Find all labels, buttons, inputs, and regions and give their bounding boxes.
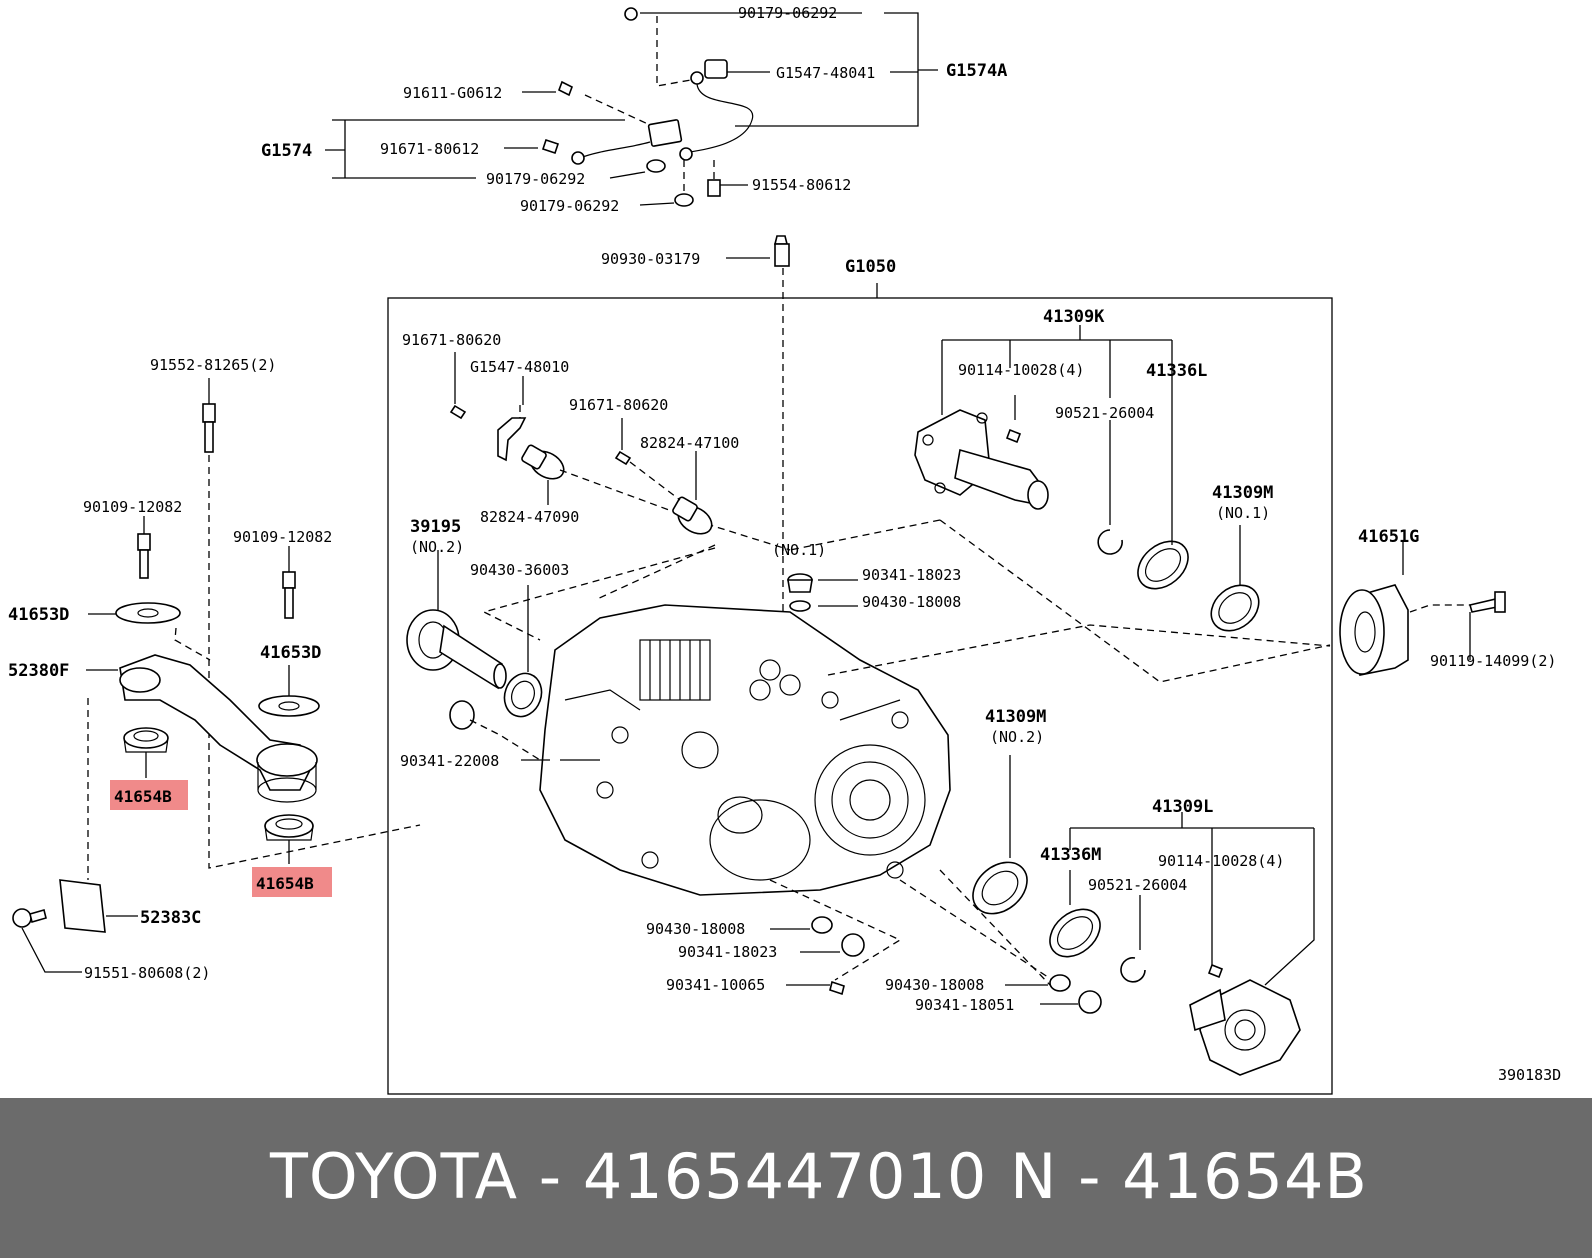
label-no2-b: (NO.2) <box>990 728 1044 746</box>
label-39195: 39195 <box>410 517 461 537</box>
label-91552-81265: 91552-81265(2) <box>150 356 276 374</box>
label-90930-03179: 90930-03179 <box>601 250 700 268</box>
coupling-41651g <box>789 519 1506 683</box>
label-90521-26004-b: 90521-26004 <box>1088 876 1187 894</box>
label-90341-22008: 90341-22008 <box>400 752 499 770</box>
label-41336m: 41336M <box>1040 845 1101 865</box>
label-90114-10028-a: 90114-10028(4) <box>958 361 1084 379</box>
highlight-41654b-a <box>110 780 188 810</box>
label-90109-12082-a: 90109-12082 <box>83 498 182 516</box>
label-no1-b: (NO.1) <box>772 541 826 559</box>
label-90341-18023-b: 90341-18023 <box>678 943 777 961</box>
speed-sensors <box>449 352 791 551</box>
label-g1574a: G1574A <box>946 61 1007 81</box>
parts-diagram: 90179-06292 G1574A G1547-48041 91611-G06… <box>8 4 1561 1095</box>
label-g1574: G1574 <box>261 141 312 161</box>
label-52380f: 52380F <box>8 661 69 681</box>
label-41654b-a: 41654B <box>114 787 172 806</box>
front-shaft <box>406 550 858 761</box>
label-41653d-a: 41653D <box>8 605 69 625</box>
highlight-41654b-b <box>252 867 332 897</box>
label-90430-36003: 90430-36003 <box>470 561 569 579</box>
label-41651g: 41651G <box>1358 527 1419 547</box>
label-90119-14099: 90119-14099(2) <box>1430 652 1556 670</box>
housing-box <box>387 235 1333 1095</box>
label-91671-80620-b: 91671-80620 <box>569 396 668 414</box>
label-52383c: 52383C <box>140 908 201 928</box>
label-90179-06292-mid: 90179-06292 <box>486 170 585 188</box>
label-90430-18008-a: 90430-18008 <box>862 593 961 611</box>
label-82824-47090: 82824-47090 <box>480 508 579 526</box>
label-g1050: G1050 <box>845 257 896 277</box>
label-41309m-1: 41309M <box>1212 483 1273 503</box>
label-41654b-b: 41654B <box>256 874 314 893</box>
label-91611-g0612: 91611-G0612 <box>403 84 502 102</box>
footer-reference-code: N - 41654B <box>1010 1140 1368 1213</box>
label-41309k: 41309K <box>1043 307 1105 327</box>
label-90341-10065: 90341-10065 <box>666 976 765 994</box>
output-flange-front <box>769 755 1315 1076</box>
label-90521-26004-a: 90521-26004 <box>1055 404 1154 422</box>
label-91671-80612: 91671-80612 <box>380 140 479 158</box>
label-41309l: 41309L <box>1152 797 1213 817</box>
label-no2-a: (NO.2) <box>410 538 464 556</box>
label-90109-12082-b: 90109-12082 <box>233 528 332 546</box>
transfer-case <box>482 544 951 896</box>
label-91551-80608: 91551-80608(2) <box>84 964 210 982</box>
label-90179-06292-low: 90179-06292 <box>520 197 619 215</box>
diagram-id: 390183D <box>1498 1066 1561 1084</box>
label-41653d-b: 41653D <box>260 643 321 663</box>
label-90430-18008-b: 90430-18008 <box>646 920 745 938</box>
label-82824-47100: 82824-47100 <box>640 434 739 452</box>
label-90341-18051: 90341-18051 <box>915 996 1014 1014</box>
label-90430-18008-c: 90430-18008 <box>885 976 984 994</box>
mount-assembly <box>12 378 421 973</box>
label-90179-06292-top: 90179-06292 <box>738 4 837 22</box>
label-41309m-2: 41309M <box>985 707 1046 727</box>
label-no1-a: (NO.1) <box>1216 504 1270 522</box>
label-91671-80620-a: 91671-80620 <box>402 331 501 349</box>
footer-bar: TOYOTA - 4165447010 N - 41654B <box>0 1098 1592 1258</box>
part-labels: 90179-06292 G1574A G1547-48041 91611-G06… <box>8 4 1561 1084</box>
output-flange-rear <box>914 325 1260 632</box>
label-g1547-48010: G1547-48010 <box>470 358 569 376</box>
footer-brand-part-number: TOYOTA - 4165447010 <box>270 1140 988 1213</box>
label-91554-80612: 91554-80612 <box>752 176 851 194</box>
harness-group <box>325 7 938 207</box>
label-41336l: 41336L <box>1146 361 1207 381</box>
label-90114-10028-b: 90114-10028(4) <box>1158 852 1284 870</box>
label-90341-18023-a: 90341-18023 <box>862 566 961 584</box>
label-g1547-48041: G1547-48041 <box>776 64 875 82</box>
